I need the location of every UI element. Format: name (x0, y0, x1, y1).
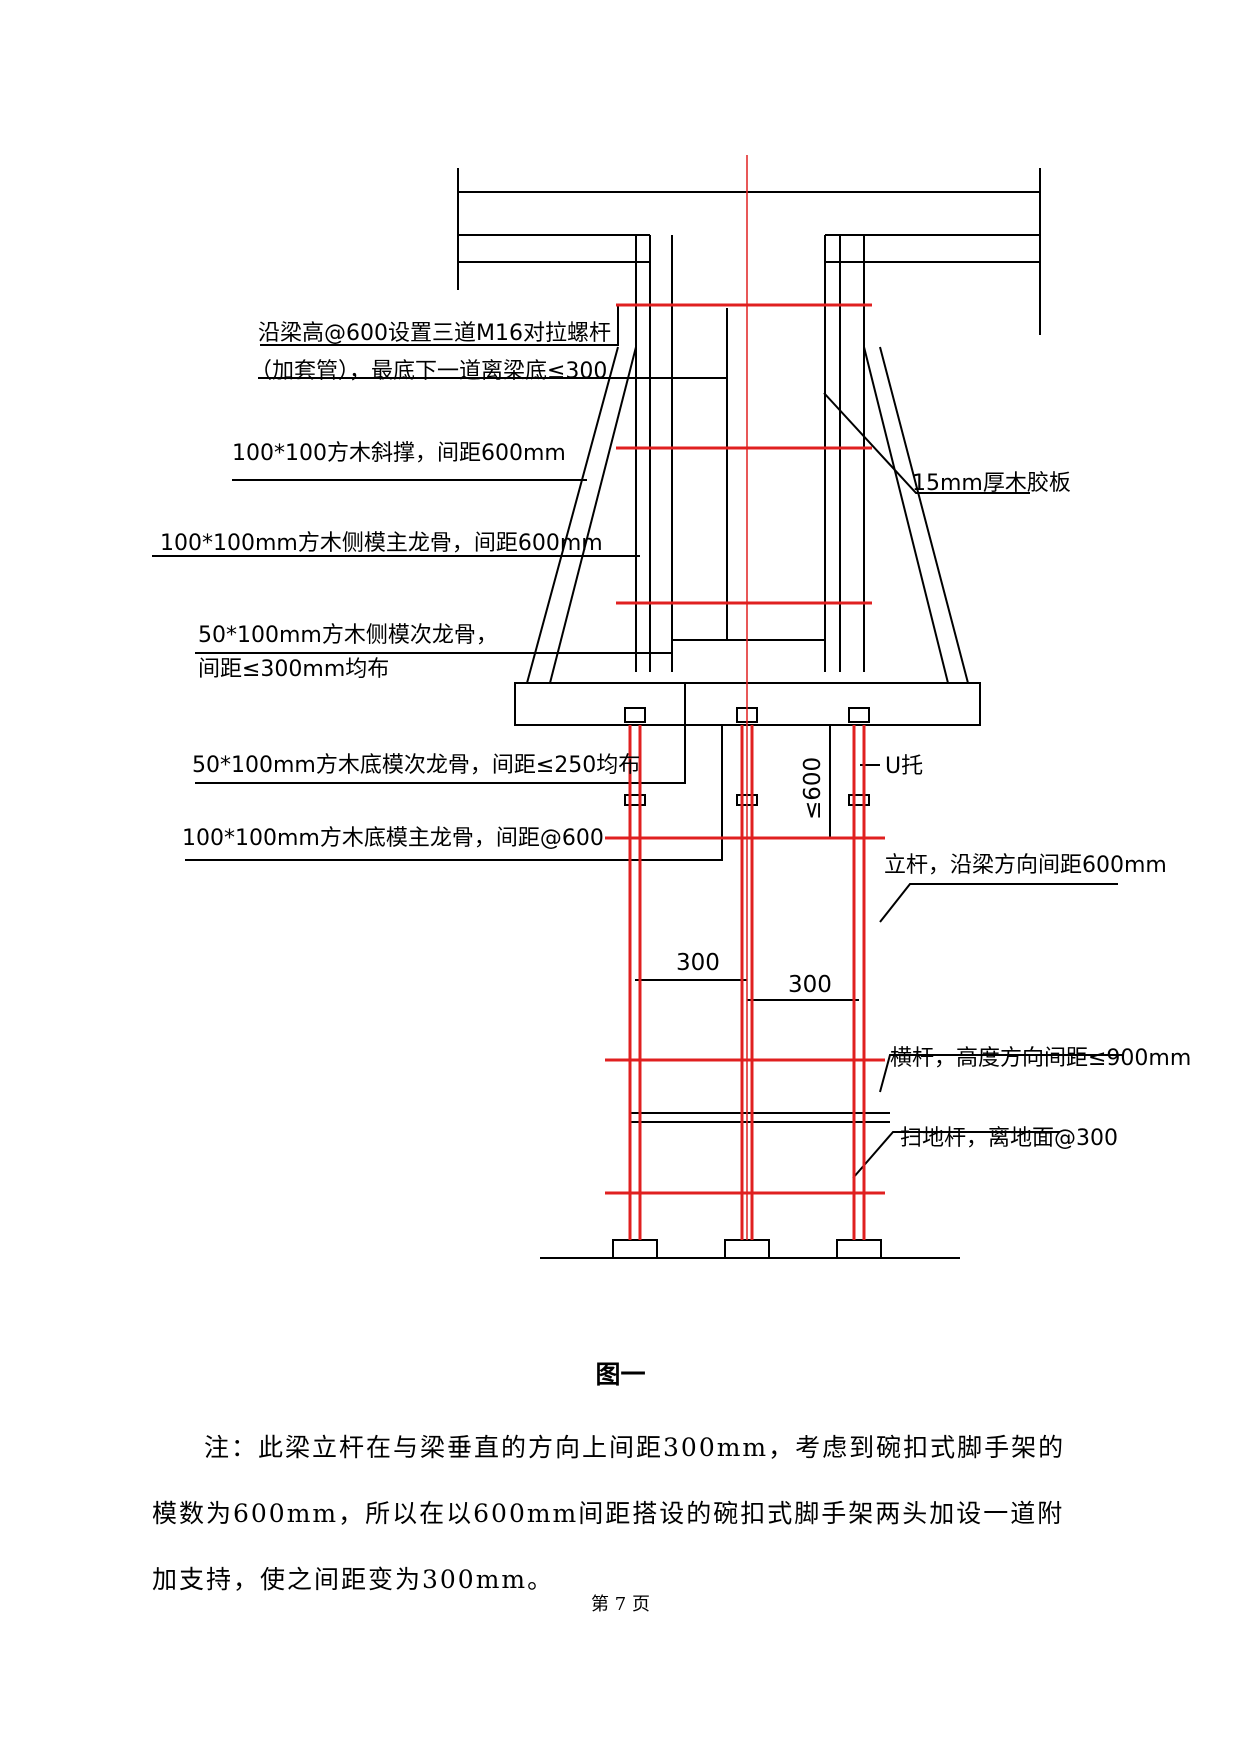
label-bottom-sec-keel: 50*100mm方木底模次龙骨，间距≤250均布 (192, 753, 640, 778)
label-pole: 立杆，沿梁方向间距600mm (884, 853, 1167, 878)
label-u-support: U托 (885, 754, 923, 779)
label-side-sec-keel-2: 间距≤300mm均布 (198, 657, 389, 682)
label-u-support-dim: ≤600 (800, 757, 826, 820)
page-number: 第 7 页 (591, 1594, 650, 1615)
label-sweep-rod: 扫地杆，离地面@300 (900, 1126, 1118, 1151)
structure-lines (152, 168, 1122, 1259)
label-ledger: 横杆，高度方向间距≤900mm (890, 1046, 1191, 1071)
figure-note: 注：此梁立杆在与梁垂直的方向上间距300mm，考虑到碗扣式脚手架的模数为600m… (152, 1415, 1082, 1613)
figure-caption: 图一 (595, 1360, 646, 1389)
label-tie-rod-sleeve: （加套管），最底下一道离梁底≤300 (250, 359, 607, 384)
poles (605, 303, 885, 1240)
label-bottom-main-keel: 100*100mm方木底模主龙骨，间距@600 (182, 826, 604, 851)
label-side-main-keel: 100*100mm方木侧模主龙骨，间距600mm (160, 531, 603, 556)
label-side-sec-keel-1: 50*100mm方木侧模次龙骨， (198, 623, 498, 648)
dim-300-left: 300 (676, 950, 720, 976)
label-plywood: 15mm厚木胶板 (912, 471, 1071, 496)
note-text: 注：此梁立杆在与梁垂直的方向上间距300mm，考虑到碗扣式脚手架的模数为600m… (152, 1433, 1066, 1594)
beam-formwork-diagram: 沿梁高@600设置三道M16对拉螺杆 （加套管），最底下一道离梁底≤300 10… (152, 155, 1191, 1259)
label-diag-brace: 100*100方木斜撑，间距600mm (232, 441, 566, 466)
dim-300-right: 300 (788, 972, 832, 998)
label-tie-rod: 沿梁高@600设置三道M16对拉螺杆 (258, 321, 611, 346)
